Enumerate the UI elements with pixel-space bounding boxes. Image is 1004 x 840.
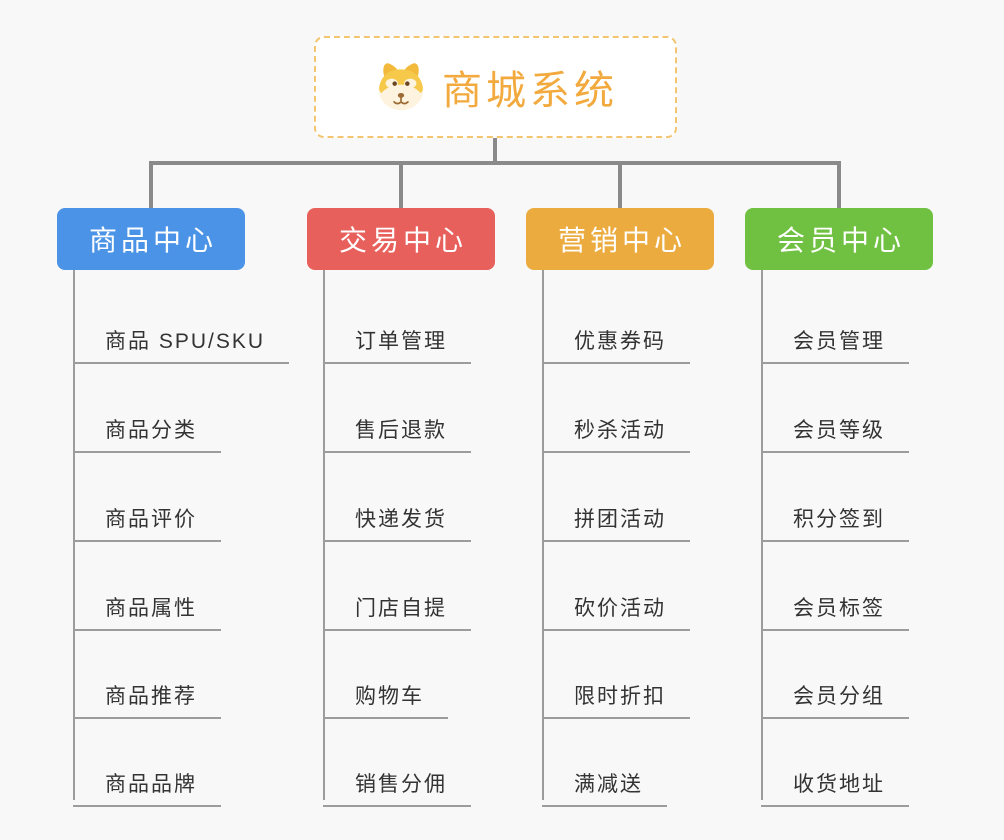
- subtopic-node[interactable]: 购物车: [323, 668, 448, 719]
- subtopic-node[interactable]: 优惠券码: [542, 313, 690, 364]
- branch-node-marketing-center[interactable]: 营销中心: [526, 208, 714, 270]
- connector-horizontal-bar: [149, 161, 841, 165]
- subtopic-node[interactable]: 订单管理: [323, 313, 471, 364]
- column-line: [73, 270, 75, 800]
- branch-node-product-center[interactable]: 商品中心: [57, 208, 245, 270]
- subtopic-node[interactable]: 会员管理: [761, 313, 909, 364]
- column-line: [542, 270, 544, 800]
- subtopic-node[interactable]: 销售分佣: [323, 756, 471, 807]
- dog-face-icon: [373, 61, 429, 113]
- subtopic-node[interactable]: 门店自提: [323, 580, 471, 631]
- branch-node-trade-center[interactable]: 交易中心: [307, 208, 495, 270]
- subtopic-node[interactable]: 砍价活动: [542, 580, 690, 631]
- subtopic-node[interactable]: 商品品牌: [73, 756, 221, 807]
- connector-drop-marketing: [618, 163, 622, 208]
- subtopic-node[interactable]: 商品分类: [73, 402, 221, 453]
- subtopic-node[interactable]: 商品 SPU/SKU: [73, 313, 290, 364]
- subtopic-node[interactable]: 快递发货: [323, 491, 471, 542]
- root-title: 商城系统: [442, 69, 618, 113]
- connector-drop-members: [837, 163, 841, 208]
- connector-root-stem: [493, 138, 497, 163]
- subtopic-node[interactable]: 限时折扣: [542, 668, 690, 719]
- subtopic-node[interactable]: 商品推荐: [73, 668, 221, 719]
- column-line: [323, 270, 325, 800]
- connector-drop-products: [149, 163, 153, 208]
- subtopic-node[interactable]: 商品属性: [73, 580, 221, 631]
- subtopic-node[interactable]: 拼团活动: [542, 491, 690, 542]
- subtopic-node[interactable]: 会员等级: [761, 402, 909, 453]
- subtopic-node[interactable]: 收货地址: [761, 756, 909, 807]
- subtopic-node[interactable]: 售后退款: [323, 402, 471, 453]
- subtopic-node[interactable]: 会员标签: [761, 580, 909, 631]
- subtopic-node[interactable]: 积分签到: [761, 491, 909, 542]
- branch-node-member-center[interactable]: 会员中心: [745, 208, 933, 270]
- subtopic-node[interactable]: 会员分组: [761, 668, 909, 719]
- subtopic-node[interactable]: 满减送: [542, 756, 667, 807]
- connector-drop-trade: [399, 163, 403, 208]
- column-line: [761, 270, 763, 800]
- subtopic-node[interactable]: 秒杀活动: [542, 402, 690, 453]
- subtopic-node[interactable]: 商品评价: [73, 491, 221, 542]
- root-node[interactable]: 商城系统: [314, 36, 677, 138]
